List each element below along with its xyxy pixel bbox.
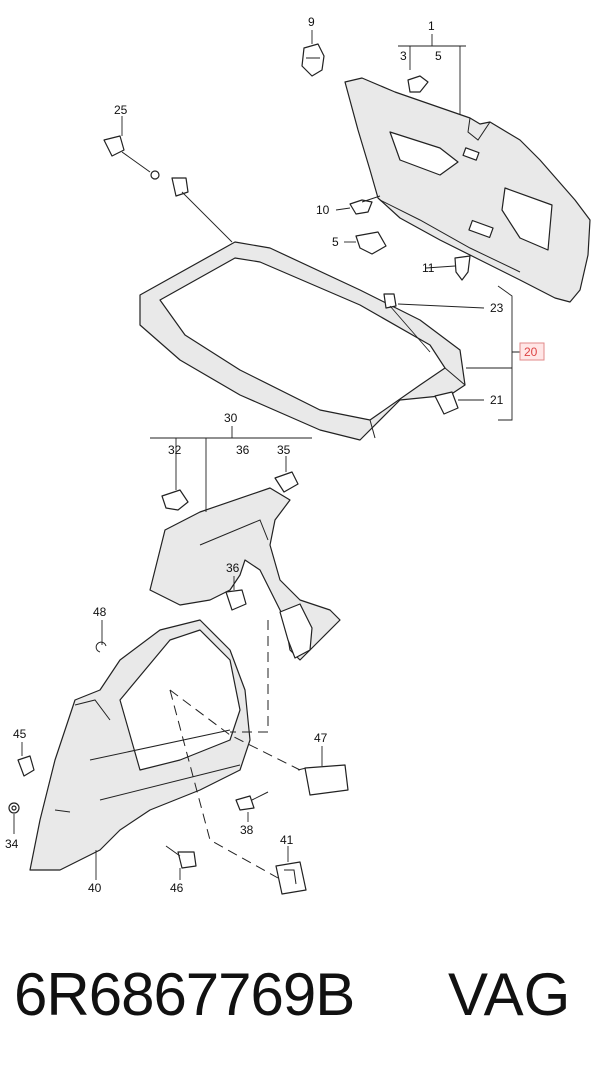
callout-47: 47: [314, 731, 328, 745]
clip-bulb: [171, 177, 233, 243]
clip-part-23: [383, 293, 431, 353]
callout-48: 48: [93, 605, 107, 619]
callout-10: 10: [316, 203, 330, 217]
screw-part-38: [235, 791, 269, 811]
clip-part-41: [275, 861, 307, 895]
clip-part-48: [95, 641, 107, 653]
callout-23: 23: [490, 301, 504, 315]
clip-part-45: [17, 755, 35, 777]
callout-40: 40: [88, 881, 102, 895]
clip-part-5: [355, 231, 387, 255]
callout-21: 21: [490, 393, 504, 407]
callout-36b: 36: [226, 561, 240, 575]
clip-part-35: [274, 471, 299, 493]
callout-20: 20: [524, 345, 538, 359]
clip-part-11: [454, 255, 471, 281]
callout-36: 36: [236, 443, 250, 457]
brand-label: VAG: [448, 961, 571, 1028]
clip-part-32: [161, 489, 189, 511]
parts-exploded-diagram: 1 3 5 9 10 5 11 25 23 20 21 30 32 36 35 …: [5, 15, 591, 895]
rear-lid-trim-panel: [344, 77, 591, 303]
fitting-line: [169, 689, 279, 879]
fitting-line: [230, 620, 269, 733]
callout-11: 11: [422, 261, 435, 275]
callout-38: 38: [240, 823, 254, 837]
parcel-shelf: [139, 241, 466, 441]
side-trim-upper: [149, 487, 341, 661]
callout-1: 1: [428, 19, 435, 33]
part-number: 6R6867769B: [14, 961, 355, 1028]
callout-34: 34: [5, 837, 19, 851]
callout-45: 45: [13, 727, 27, 741]
footer: 6R6867769B VAG: [0, 960, 600, 1070]
callout-3: 3: [400, 49, 407, 63]
callout-5: 5: [435, 49, 442, 63]
screw-part-46: [165, 845, 197, 869]
callout-46: 46: [170, 881, 184, 895]
callout-41: 41: [280, 833, 294, 847]
callout-9: 9: [308, 15, 315, 29]
fitting-line: [169, 689, 301, 771]
callout-25: 25: [114, 103, 128, 117]
highlight-box-20: [519, 342, 545, 361]
screw-part-10: [349, 195, 381, 215]
washer-part-34: [8, 802, 20, 814]
callout-32: 32: [168, 443, 182, 457]
leader-lines: [13, 30, 520, 880]
side-trim-lower: [29, 619, 251, 871]
clip-part-3: [407, 75, 429, 93]
clip-part-36: [225, 589, 247, 611]
callout-30: 30: [224, 411, 238, 425]
bolt-part-25: [103, 135, 160, 180]
clip-part-9: [301, 43, 325, 77]
strap-part-47: [297, 764, 349, 796]
callout-5b: 5: [332, 235, 339, 249]
callout-35: 35: [277, 443, 291, 457]
